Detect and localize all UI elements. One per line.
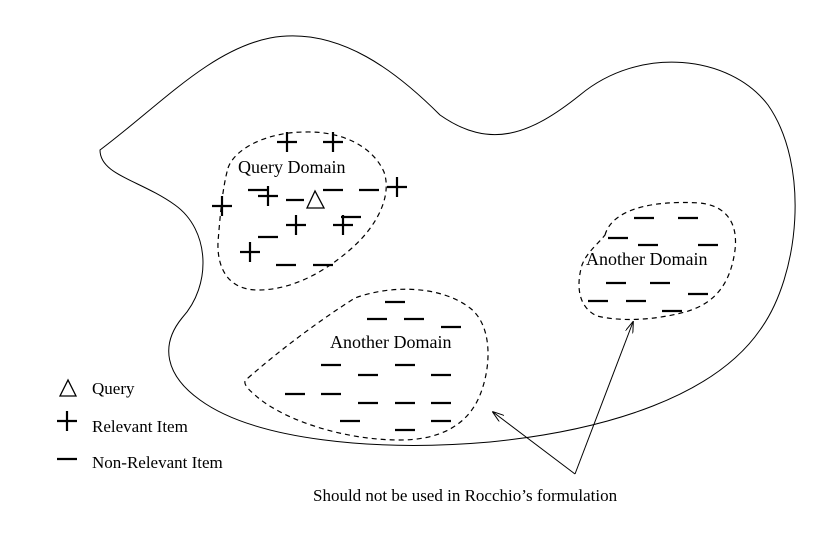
legend-non-relevant-label: Non-Relevant Item bbox=[92, 453, 223, 472]
another-domain-right-boundary bbox=[578, 201, 737, 321]
query-domain-boundary bbox=[217, 131, 387, 291]
relevant-item-icon bbox=[387, 177, 407, 197]
relevant-items bbox=[212, 132, 407, 262]
relevant-item-icon bbox=[323, 132, 343, 152]
relevant-item-icon bbox=[212, 196, 232, 216]
annotation-text: Should not be used in Rocchio’s formulat… bbox=[313, 486, 618, 505]
legend-query-icon bbox=[58, 378, 78, 397]
legend: Query Relevant Item Non-Relevant Item bbox=[57, 378, 223, 472]
outer-space-boundary bbox=[99, 35, 796, 446]
relevant-item-icon bbox=[277, 132, 297, 152]
annotation-arrows bbox=[493, 322, 633, 475]
relevant-item-icon bbox=[333, 215, 353, 235]
legend-relevant-label: Relevant Item bbox=[92, 417, 188, 436]
arrow-to-right-domain bbox=[574, 322, 633, 475]
relevant-item-icon bbox=[240, 242, 260, 262]
another-domain-bottom-label: Another Domain bbox=[330, 332, 451, 352]
query-domain-label: Query Domain bbox=[238, 157, 345, 177]
query-triangle-icon bbox=[305, 189, 326, 209]
another-domain-bottom-boundary bbox=[244, 288, 489, 441]
another-domain-right-label: Another Domain bbox=[586, 249, 707, 269]
relevant-item-icon bbox=[286, 215, 306, 235]
non-relevant-items bbox=[248, 188, 718, 432]
arrow-to-bottom-domain bbox=[493, 412, 576, 475]
legend-relevant-icon bbox=[57, 411, 77, 431]
legend-query-label: Query bbox=[92, 379, 135, 398]
